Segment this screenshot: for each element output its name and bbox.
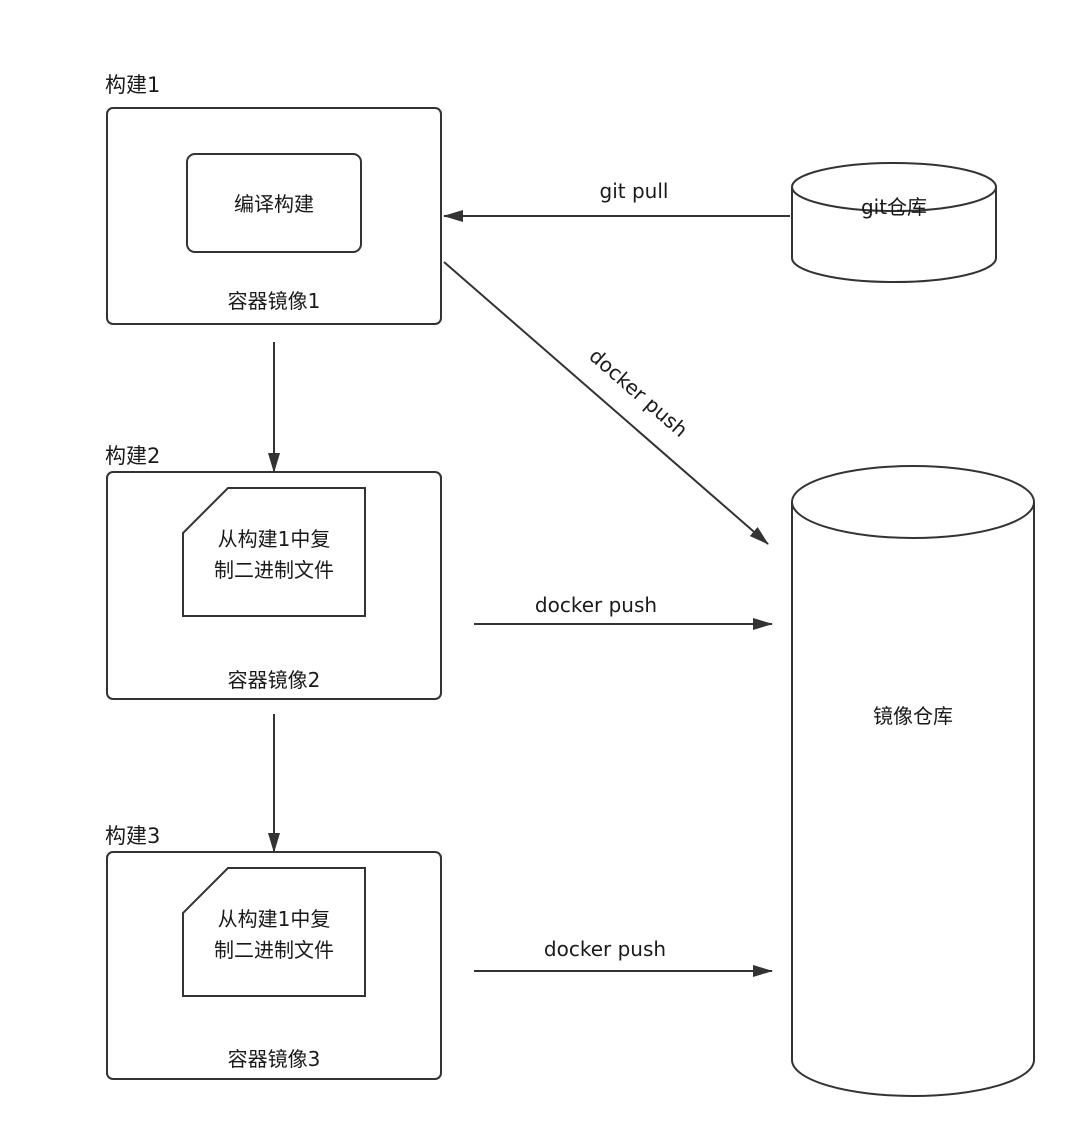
stage-2-push-label: docker push: [535, 593, 657, 617]
stage-1-push-label: docker push: [585, 344, 693, 442]
stage-2-card-shape[interactable]: [182, 487, 366, 617]
git-repo-top: [791, 162, 997, 212]
stage-3-card-line-2: 制二进制文件: [214, 938, 334, 962]
build-stage-2: 构建2 从构建1中复 制二进制文件 容器镜像2: [105, 444, 442, 700]
image-repo-body: [791, 502, 1035, 1097]
stage-1-push-arrow[interactable]: [443, 261, 769, 545]
git-pull-label: git pull: [600, 179, 669, 203]
stage-3-card-line-1: 从构建1中复: [218, 907, 331, 931]
stage-1-inner-process[interactable]: [186, 153, 362, 253]
image-repo-label: 镜像仓库: [873, 704, 953, 728]
build-stage-1: 构建1 编译构建 容器镜像1: [105, 73, 442, 325]
git-repo-cylinder[interactable]: git仓库: [791, 162, 997, 283]
stage-2-card-line-1: 从构建1中复: [218, 527, 331, 551]
stage-3-footer: 容器镜像3: [228, 1047, 321, 1071]
stage-3-push-label: docker push: [544, 937, 666, 961]
stage-1-inner-label: 编译构建: [234, 192, 314, 216]
stage-1-title: 构建1: [105, 73, 160, 97]
image-repo-cylinder[interactable]: 镜像仓库: [791, 465, 1035, 1097]
build-stage-3: 构建3 从构建1中复 制二进制文件 容器镜像3: [105, 824, 442, 1080]
stage-2-card-line-2: 制二进制文件: [214, 558, 334, 582]
stage-2-footer: 容器镜像2: [228, 668, 321, 692]
git-repo-body: [791, 187, 997, 283]
stage-3-card-shape[interactable]: [182, 867, 366, 997]
image-repo-top: [791, 465, 1035, 539]
stage-3-title: 构建3: [105, 824, 160, 848]
stage-1-footer: 容器镜像1: [228, 289, 321, 313]
stage-2-title: 构建2: [105, 444, 160, 468]
git-repo-label: git仓库: [861, 195, 927, 219]
